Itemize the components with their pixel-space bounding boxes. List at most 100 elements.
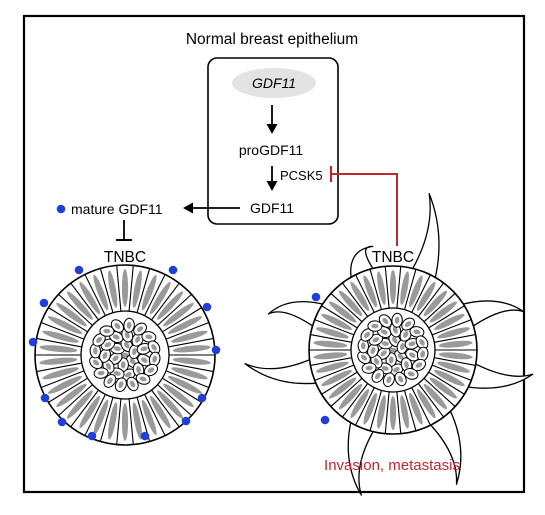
cell-wall	[58, 384, 93, 417]
mature-gdf11-dot	[197, 393, 207, 403]
cell-wall	[411, 274, 431, 313]
cell-nucleus	[434, 370, 465, 387]
cell-wall	[99, 397, 114, 442]
inner-cell-nucleus	[96, 336, 103, 343]
inner-cell-nucleus	[136, 366, 141, 374]
invasive-projection	[244, 357, 321, 385]
cell-wall	[310, 357, 352, 366]
inner-cell-nucleus	[404, 361, 409, 369]
cell-nucleus	[167, 316, 203, 335]
cell-nucleus	[121, 269, 129, 307]
pro-gdf11-label: proGDF11	[239, 142, 304, 158]
cell-nucleus	[79, 395, 101, 429]
cell-nucleus	[363, 275, 377, 308]
cell-wall	[136, 268, 151, 313]
inner-cell-nucleus	[151, 344, 157, 351]
invasive-projection	[267, 300, 328, 329]
cell-nucleus	[163, 383, 194, 408]
cell-wall	[355, 274, 375, 313]
inner-cell-nucleus	[415, 362, 423, 368]
invasive-projections	[244, 192, 534, 496]
inner-cell-nucleus	[102, 352, 108, 360]
cell-wall	[128, 265, 134, 312]
cell-wall	[157, 384, 192, 417]
inner-cell-nucleus	[126, 321, 132, 329]
mature-gdf11-dot	[202, 302, 212, 312]
cell-wall	[165, 321, 210, 340]
cell-wall	[384, 266, 390, 309]
mature-gdf11-dot	[74, 265, 84, 275]
cell-wall	[384, 391, 390, 434]
mature-gdf11-dot	[56, 204, 66, 214]
cell-nucleus	[321, 313, 352, 330]
inner-cell-nucleus	[360, 354, 368, 361]
cell-nucleus	[338, 383, 363, 410]
cell-nucleus	[409, 392, 423, 425]
cell-wall	[431, 319, 472, 336]
cell-wall	[36, 362, 82, 373]
invasive-projection	[463, 361, 534, 389]
cell-wall	[165, 370, 210, 389]
cell-wall	[423, 377, 456, 407]
cell-wall	[396, 391, 402, 434]
cell-nucleus	[108, 270, 118, 308]
cell-nucleus	[93, 399, 109, 436]
cell-nucleus	[42, 367, 79, 380]
inner-cell-nucleus	[124, 341, 130, 349]
cell-nucleus	[400, 395, 409, 429]
cell-wall	[48, 377, 88, 403]
inner-cell-nucleus	[92, 347, 98, 355]
mature-gdf11-dot	[181, 416, 191, 426]
inner-cell-nucleus	[112, 334, 120, 340]
cell-wall	[48, 307, 88, 333]
inner-cell-nucleus	[407, 371, 415, 377]
cell-wall	[403, 390, 417, 431]
inner-cell-nucleus	[419, 339, 425, 346]
pcsk5-label: PCSK5	[280, 168, 323, 183]
cell-wall	[355, 387, 375, 426]
inner-cell-nucleus	[113, 370, 121, 376]
cell-nucleus	[167, 375, 203, 394]
cell-wall	[144, 394, 166, 436]
cell-wall	[369, 269, 383, 310]
mature-gdf11-dot	[57, 417, 67, 427]
gene-ellipse	[232, 68, 316, 98]
cell-nucleus	[141, 274, 157, 311]
inner-cell-nucleus	[404, 321, 412, 327]
cell-nucleus	[429, 301, 457, 323]
cell-nucleus	[132, 402, 142, 440]
cell-wall	[428, 305, 465, 329]
invasive-projection	[410, 192, 440, 283]
inner-cell-nucleus	[141, 357, 148, 363]
arrowhead-gdf11-to-mature	[183, 202, 193, 214]
cell-wall	[330, 377, 363, 407]
cell-nucleus	[400, 271, 409, 305]
inner-cell-nucleus	[124, 331, 130, 339]
inner-cell-nucleus	[114, 322, 121, 330]
cell-nucleus	[171, 330, 208, 343]
inner-cell-nucleus	[393, 366, 400, 373]
inner-cell-nucleus	[120, 361, 126, 369]
cell-wall	[162, 377, 202, 403]
cell-wall	[396, 266, 402, 309]
cell-nucleus	[56, 302, 87, 327]
cell-wall	[330, 293, 363, 323]
cell-nucleus	[313, 352, 348, 360]
cell-wall	[428, 371, 465, 395]
inner-cell-nucleus	[92, 359, 100, 366]
cell-nucleus	[39, 357, 78, 365]
cell-nucleus	[121, 403, 129, 441]
cell-wall	[411, 387, 431, 426]
cell-wall	[403, 269, 417, 310]
cell-nucleus	[423, 383, 448, 410]
inner-cell-nucleus	[107, 377, 113, 385]
inner-cell-nucleus	[420, 350, 426, 358]
mature-gdf11-dots	[28, 265, 221, 441]
cell-nucleus	[66, 390, 93, 419]
inner-cell-nucleus	[392, 336, 398, 344]
cell-wall	[40, 370, 85, 389]
mature-gdf11-dot	[168, 265, 178, 275]
inner-cell-nucleus	[365, 365, 373, 371]
cell-wall	[58, 293, 93, 326]
